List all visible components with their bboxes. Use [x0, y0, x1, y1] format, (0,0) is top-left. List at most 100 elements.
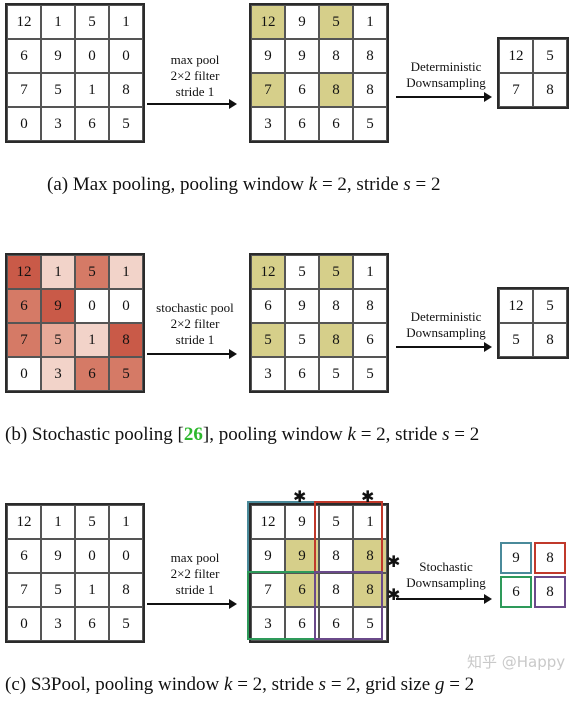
grid-cell: 8: [353, 539, 387, 573]
a-caption: (a) Max pooling, pooling window k = 2, s…: [47, 174, 441, 195]
grid-cell: 8: [319, 289, 353, 323]
grid-cell: 6: [7, 289, 41, 323]
grid-cell: 5: [251, 323, 285, 357]
grid-cell: 6: [285, 607, 319, 641]
grid-cell: 9: [500, 542, 532, 574]
grid-cell: 3: [41, 107, 75, 141]
grid-cell: 5: [109, 107, 143, 141]
grid-cell: 9: [285, 539, 319, 573]
grid-cell: 8: [353, 73, 387, 107]
grid-cell: 8: [109, 573, 143, 607]
grid-cell: 5: [353, 107, 387, 141]
grid-cell: 3: [41, 607, 75, 641]
grid-cell: 5: [499, 323, 533, 357]
grid-cell: 8: [319, 573, 353, 607]
grid-cell: 0: [75, 39, 109, 73]
grid-cell: 7: [251, 73, 285, 107]
grid-cell: 5: [41, 73, 75, 107]
grid-cell: 0: [75, 539, 109, 573]
grid-cell: 9: [41, 289, 75, 323]
a-arrow-1: [147, 99, 237, 109]
grid-cell: 9: [41, 539, 75, 573]
b-caption: (b) Stochastic pooling [26], pooling win…: [5, 424, 480, 445]
grid-cell: 1: [109, 255, 143, 289]
grid-cell: 8: [534, 576, 566, 608]
grid-cell: 8: [533, 323, 567, 357]
grid-cell: 3: [251, 607, 285, 641]
grid-cell: 5: [285, 323, 319, 357]
grid-cell: 5: [75, 255, 109, 289]
c-star-row2: ✱: [387, 552, 401, 571]
grid-cell: 6: [319, 607, 353, 641]
grid-cell: 8: [319, 539, 353, 573]
grid-cell: 5: [319, 357, 353, 391]
grid-cell: 12: [251, 5, 285, 39]
grid-cell: 5: [533, 39, 567, 73]
grid-cell: 1: [41, 505, 75, 539]
grid-cell: 7: [7, 573, 41, 607]
grid-cell: 12: [7, 255, 41, 289]
grid-cell: 6: [7, 539, 41, 573]
grid-cell: 7: [7, 73, 41, 107]
grid-cell: 8: [109, 323, 143, 357]
grid-cell: 8: [353, 39, 387, 73]
grid-cell: 1: [109, 505, 143, 539]
grid-cell: 12: [499, 39, 533, 73]
grid-cell: 9: [41, 39, 75, 73]
grid-cell: 8: [319, 39, 353, 73]
grid-cell: 0: [7, 607, 41, 641]
grid-cell: 7: [7, 323, 41, 357]
grid-cell: 5: [75, 5, 109, 39]
grid-cell: 12: [499, 289, 533, 323]
grid-cell: 0: [75, 289, 109, 323]
grid-cell: 7: [251, 573, 285, 607]
grid-cell: 8: [109, 73, 143, 107]
grid-cell: 0: [7, 357, 41, 391]
grid-cell: 5: [285, 255, 319, 289]
grid-cell: 6: [75, 607, 109, 641]
grid-cell: 1: [75, 573, 109, 607]
grid-cell: 1: [353, 5, 387, 39]
grid-cell: 6: [285, 357, 319, 391]
grid-cell: 6: [251, 289, 285, 323]
b-arrow-1: [147, 349, 237, 359]
grid-cell: 9: [285, 289, 319, 323]
c-star-col4: ✱: [361, 487, 375, 506]
grid-cell: 9: [251, 539, 285, 573]
grid-cell: 6: [319, 107, 353, 141]
grid-cell: 6: [285, 73, 319, 107]
watermark: 知乎 @Happy: [467, 653, 566, 671]
grid-cell: 1: [353, 505, 387, 539]
b-arrow-2: [396, 342, 492, 352]
grid-cell: 8: [353, 573, 387, 607]
a-arrow-2: [396, 92, 492, 102]
grid-cell: 8: [533, 73, 567, 107]
grid-cell: 3: [251, 357, 285, 391]
c-caption: (c) S3Pool, pooling window k = 2, stride…: [5, 674, 475, 695]
grid-cell: 6: [285, 107, 319, 141]
grid-cell: 9: [285, 505, 319, 539]
grid-cell: 8: [319, 323, 353, 357]
grid-cell: 3: [251, 107, 285, 141]
grid-cell: 5: [41, 573, 75, 607]
grid-cell: 1: [41, 255, 75, 289]
grid-cell: 6: [75, 107, 109, 141]
grid-cell: 1: [75, 73, 109, 107]
grid-cell: 0: [109, 539, 143, 573]
grid-cell: 1: [353, 255, 387, 289]
grid-cell: 5: [533, 289, 567, 323]
grid-cell: 0: [7, 107, 41, 141]
grid-cell: 6: [500, 576, 532, 608]
grid-cell: 5: [75, 505, 109, 539]
grid-cell: 6: [7, 39, 41, 73]
grid-cell: 0: [109, 39, 143, 73]
grid-cell: 5: [353, 607, 387, 641]
